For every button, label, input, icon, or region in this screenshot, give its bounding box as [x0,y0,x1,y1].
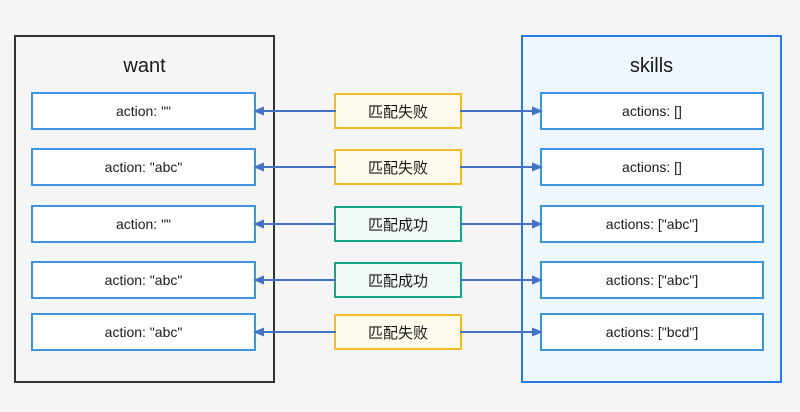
want-item-3[interactable]: action: "" [31,205,256,243]
status-box-5[interactable]: 匹配失败 [334,314,462,350]
want-item-4[interactable]: action: "abc" [31,261,256,299]
status-box-4[interactable]: 匹配成功 [334,262,462,298]
status-box-2[interactable]: 匹配失败 [334,149,462,185]
skills-item-3[interactable]: actions: ["abc"] [540,205,764,243]
skills-item-2[interactable]: actions: [] [540,148,764,186]
want-item-2[interactable]: action: "abc" [31,148,256,186]
skills-panel-title: skills [629,55,674,77]
want-item-5[interactable]: action: "abc" [31,313,256,351]
skills-item-5[interactable]: actions: ["bcd"] [540,313,764,351]
skills-item-1[interactable]: actions: [] [540,92,764,130]
status-box-3[interactable]: 匹配成功 [334,206,462,242]
skills-item-4[interactable]: actions: ["abc"] [540,261,764,299]
status-box-1[interactable]: 匹配失败 [334,93,462,129]
want-item-1[interactable]: action: "" [31,92,256,130]
want-panel-title: want [123,55,166,77]
